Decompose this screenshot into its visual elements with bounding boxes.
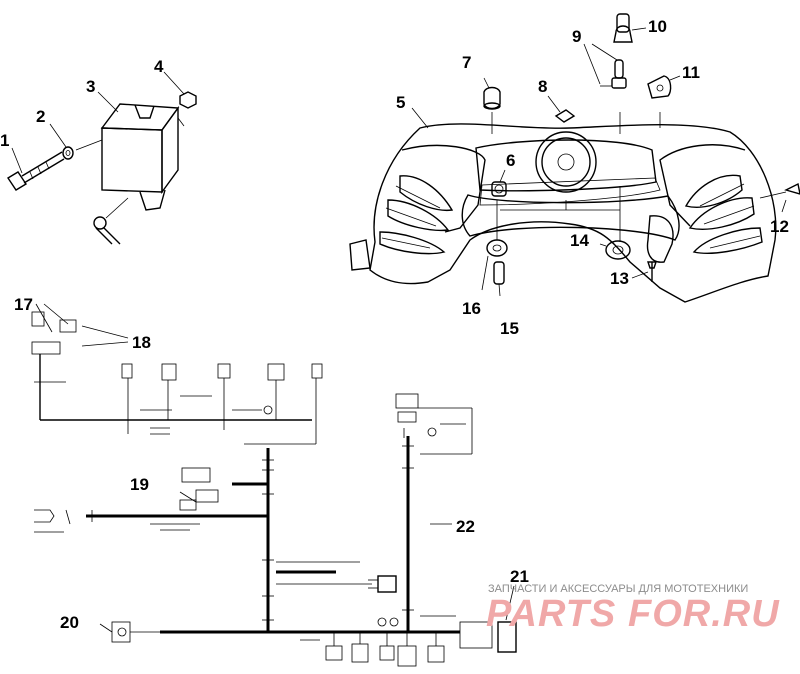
callout-18: 18 xyxy=(132,333,151,352)
screw-part xyxy=(759,182,800,213)
callout-15: 15 xyxy=(500,319,519,338)
callout-12: 12 xyxy=(770,217,789,236)
callout-9: 9 xyxy=(572,27,581,46)
watermark-tagline: ЗАПЧАСТИ И АКСЕССУАРЫ ДЛЯ МОТОТЕХНИКИ xyxy=(488,583,748,595)
top-bulb xyxy=(613,13,647,43)
screw-part-13 xyxy=(631,215,674,282)
bolt-part xyxy=(7,147,65,191)
nut-part xyxy=(163,71,197,127)
callout-7: 7 xyxy=(462,53,471,72)
callout-6: 6 xyxy=(506,151,515,170)
grommet-part xyxy=(483,77,501,110)
wiring-harness-upper xyxy=(31,303,323,445)
regulator-module xyxy=(75,91,180,245)
wiring-harness-main xyxy=(34,393,517,667)
socket-16 xyxy=(481,200,508,291)
callout-17: 17 xyxy=(14,295,33,314)
callout-22: 22 xyxy=(456,517,475,536)
bracket-part xyxy=(647,75,681,99)
callout-19: 19 xyxy=(130,475,149,494)
grommet-14 xyxy=(599,186,631,260)
watermark: ЗАПЧАСТИ И АКСЕССУАРЫ ДЛЯ МОТОТЕХНИКИ PA… xyxy=(486,583,780,635)
callout-4: 4 xyxy=(154,57,164,76)
watermark-brand-right: FOR.RU xyxy=(628,593,780,635)
washer-part xyxy=(49,123,74,160)
callout-11: 11 xyxy=(682,63,700,82)
callout-20: 20 xyxy=(60,613,79,632)
bulb-15 xyxy=(493,261,505,297)
bulb-socket xyxy=(491,169,507,197)
callout-labels: 1 2 3 4 5 6 7 8 9 10 11 12 13 14 15 16 1… xyxy=(0,17,789,632)
callout-5: 5 xyxy=(396,93,405,112)
watermark-brand-left: PARTS xyxy=(486,593,616,635)
callout-21: 21 xyxy=(510,567,529,586)
callout-14: 14 xyxy=(570,231,589,250)
headlight-pod xyxy=(349,107,777,303)
clip-part xyxy=(547,95,576,123)
callout-3: 3 xyxy=(86,77,95,96)
headlight-lens xyxy=(535,131,597,193)
callout-13: 13 xyxy=(610,269,629,288)
callout-16: 16 xyxy=(462,299,481,318)
indicator-bulb xyxy=(583,43,627,89)
callout-10: 10 xyxy=(648,17,667,36)
callout-2: 2 xyxy=(36,107,45,126)
callout-8: 8 xyxy=(538,77,547,96)
callout-1: 1 xyxy=(0,131,9,150)
